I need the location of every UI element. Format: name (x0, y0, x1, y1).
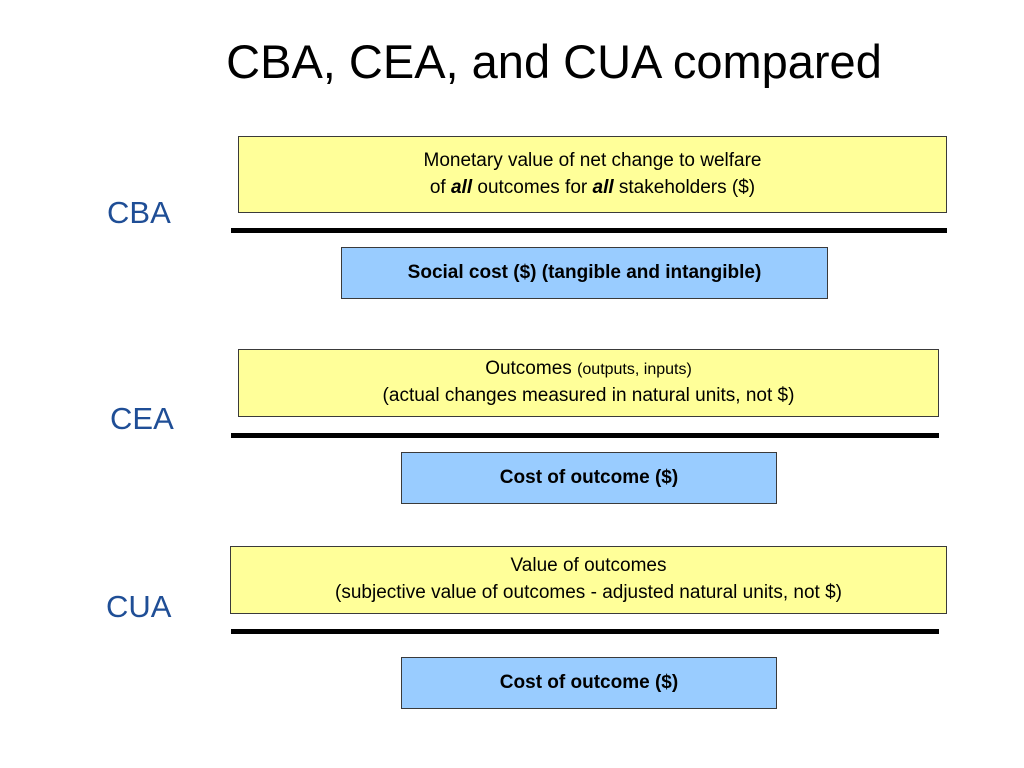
cba-denominator-box: Social cost ($) (tangible and intangible… (341, 247, 828, 299)
cea-numerator-line1: Outcomes (outputs, inputs) (485, 358, 692, 380)
cea-denominator-text: Cost of outcome ($) (499, 466, 679, 488)
cba-emphasis-all-2: all (592, 176, 614, 198)
cba-denominator-text: Social cost ($) (tangible and intangible… (407, 261, 762, 283)
cea-numerator-line2: (actual changes measured in natural unit… (382, 385, 795, 406)
cua-numerator-line2: (subjective value of outcomes - adjusted… (335, 582, 842, 603)
cua-numerator-line1: Value of outcomes (510, 555, 667, 577)
cba-numerator-box: Monetary value of net change to welfare … (238, 136, 947, 213)
cea-denominator-box: Cost of outcome ($) (401, 452, 777, 504)
cua-denominator-box: Cost of outcome ($) (401, 657, 777, 709)
cea-numerator-box: Outcomes (outputs, inputs) (actual chang… (238, 349, 939, 417)
cua-label: CUA (106, 589, 172, 624)
cea-numerator-note: (outputs, inputs) (577, 361, 692, 379)
cba-numerator-line1: Monetary value of net change to welfare (423, 149, 762, 171)
slide-title: CBA, CEA, and CUA compared (226, 35, 882, 88)
cua-fraction-bar (231, 629, 939, 634)
cba-fraction-bar (231, 228, 947, 233)
cea-fraction-bar (231, 433, 939, 438)
cea-label: CEA (110, 401, 174, 436)
cua-numerator-box: Value of outcomes (subjective value of o… (230, 546, 947, 614)
cba-numerator-line2: of all outcomes for all stakeholders ($) (429, 176, 756, 198)
cua-denominator-text: Cost of outcome ($) (499, 671, 679, 693)
cba-label: CBA (107, 195, 171, 230)
cba-emphasis-all-1: all (450, 176, 473, 198)
